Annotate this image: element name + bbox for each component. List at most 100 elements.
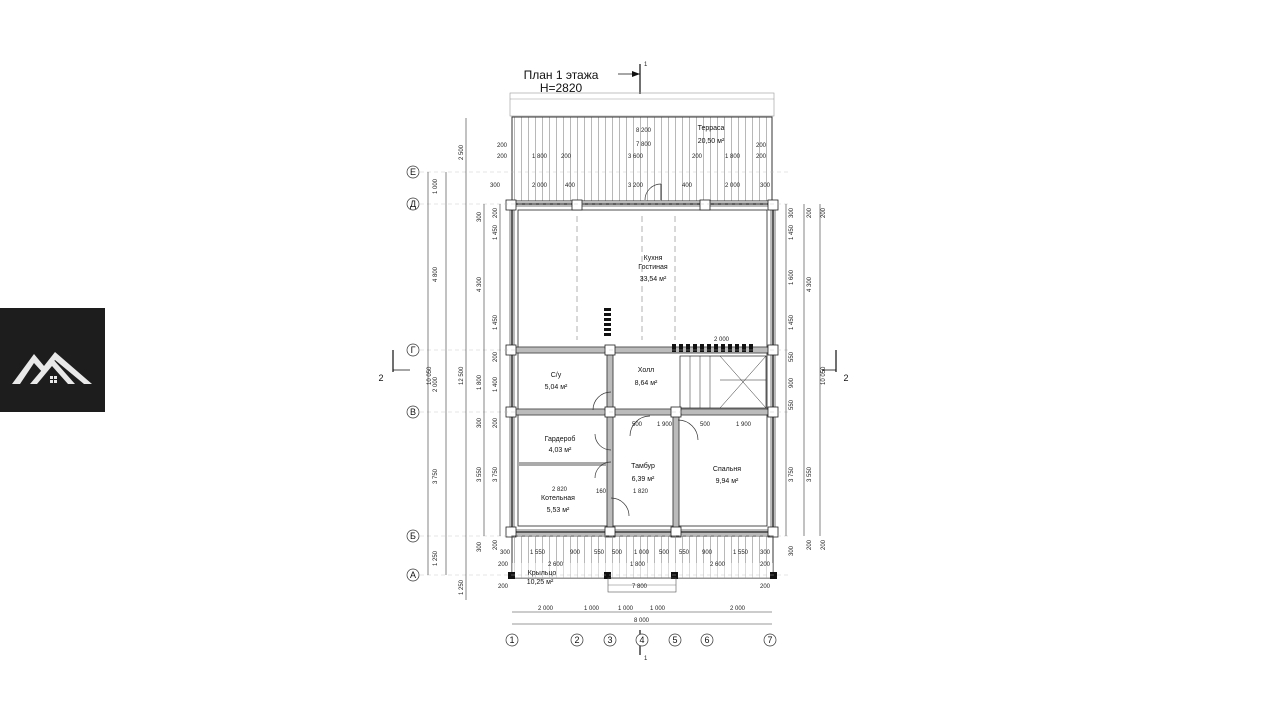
svg-text:2 820: 2 820 bbox=[552, 487, 568, 493]
svg-text:2: 2 bbox=[574, 635, 579, 645]
svg-text:200: 200 bbox=[497, 154, 508, 160]
svg-text:2 600: 2 600 bbox=[710, 562, 726, 568]
stove-hatch bbox=[604, 308, 753, 352]
svg-text:300: 300 bbox=[760, 550, 771, 556]
room-bath-name: С/у bbox=[551, 372, 562, 379]
left-dim-lines bbox=[427, 118, 501, 600]
svg-text:3 550: 3 550 bbox=[807, 466, 813, 482]
svg-text:200: 200 bbox=[497, 143, 508, 149]
room-boiler-name: Котельная bbox=[541, 495, 575, 502]
left-dims: 2 500 12 500 1 250 1 000 4 800 2 000 3 7… bbox=[427, 144, 499, 595]
svg-text:2 000: 2 000 bbox=[433, 376, 439, 392]
svg-text:900: 900 bbox=[789, 377, 795, 388]
svg-text:3 750: 3 750 bbox=[789, 466, 795, 482]
svg-text:200: 200 bbox=[756, 154, 767, 160]
svg-text:200: 200 bbox=[692, 154, 703, 160]
doors bbox=[592, 391, 699, 517]
svg-text:7 800: 7 800 bbox=[632, 584, 648, 590]
svg-text:200: 200 bbox=[498, 584, 509, 590]
svg-text:200: 200 bbox=[821, 207, 827, 218]
terrace-dim-row-1: 200 200 1 800 200 3 600 200 1 800 200 20… bbox=[497, 143, 767, 160]
svg-text:500: 500 bbox=[632, 422, 643, 428]
room-vestibule-area: 6,39 м² bbox=[632, 476, 655, 483]
svg-text:550: 550 bbox=[679, 550, 690, 556]
inner-dims: 2 820 160 1 820 500 1 900 500 1 900 2 00… bbox=[552, 337, 752, 495]
plan-height: H=2820 bbox=[540, 81, 583, 95]
plan-title: План 1 этажа bbox=[524, 68, 599, 82]
room-terrace-name: Терраса bbox=[698, 125, 725, 132]
axis-bubbles-left: Е Д Г В Б А bbox=[406, 165, 420, 582]
section-marker-top: 1 bbox=[644, 62, 648, 68]
company-logo bbox=[0, 308, 105, 412]
svg-text:1 250: 1 250 bbox=[459, 579, 465, 595]
svg-text:6: 6 bbox=[704, 635, 709, 645]
svg-text:200: 200 bbox=[493, 539, 499, 550]
svg-text:1 000: 1 000 bbox=[584, 606, 600, 612]
svg-text:200: 200 bbox=[493, 417, 499, 428]
svg-text:1 550: 1 550 bbox=[530, 550, 546, 556]
svg-text:1 600: 1 600 bbox=[789, 269, 795, 285]
svg-text:1 800: 1 800 bbox=[477, 374, 483, 390]
svg-text:200: 200 bbox=[493, 351, 499, 362]
svg-text:4 800: 4 800 bbox=[433, 266, 439, 282]
svg-text:500: 500 bbox=[612, 550, 623, 556]
dim-terrace-inner: 7 800 bbox=[636, 142, 652, 148]
room-hall-name: Холл bbox=[638, 367, 655, 374]
room-wardrobe-area: 4,03 м² bbox=[549, 447, 572, 454]
bottom-axis-dims: 2 000 1 000 1 000 1 000 2 000 8 000 bbox=[538, 606, 746, 624]
svg-text:300: 300 bbox=[477, 541, 483, 552]
room-kitchen-area: 33,54 м² bbox=[640, 276, 667, 283]
svg-text:300: 300 bbox=[760, 183, 771, 189]
axis-grid bbox=[420, 171, 790, 576]
svg-text:1 800: 1 800 bbox=[532, 154, 548, 160]
svg-text:200: 200 bbox=[756, 143, 767, 149]
terrace-dim-row-2: 300 2 000 400 3 200 400 2 000 300 bbox=[490, 183, 771, 189]
house-roof-logo-icon bbox=[12, 352, 92, 384]
room-wardrobe-name: Гардероб bbox=[545, 435, 576, 443]
side-marker-right: 2 bbox=[843, 373, 848, 383]
room-porch-name: Крыльцо bbox=[528, 570, 557, 577]
svg-text:3 550: 3 550 bbox=[477, 466, 483, 482]
svg-text:10 050: 10 050 bbox=[821, 366, 827, 385]
svg-text:160: 160 bbox=[596, 489, 607, 495]
svg-text:3 750: 3 750 bbox=[433, 468, 439, 484]
svg-text:1 000: 1 000 bbox=[634, 550, 650, 556]
svg-text:12 500: 12 500 bbox=[459, 366, 465, 385]
svg-text:2 000: 2 000 bbox=[725, 183, 741, 189]
svg-text:400: 400 bbox=[565, 183, 576, 189]
svg-text:900: 900 bbox=[702, 550, 713, 556]
svg-text:1 800: 1 800 bbox=[725, 154, 741, 160]
svg-text:500: 500 bbox=[700, 422, 711, 428]
room-terrace-area: 20,50 м² bbox=[698, 138, 725, 145]
svg-text:400: 400 bbox=[682, 183, 693, 189]
svg-text:5: 5 bbox=[672, 635, 677, 645]
svg-text:2 000: 2 000 bbox=[730, 606, 746, 612]
svg-text:3 200: 3 200 bbox=[628, 183, 644, 189]
side-marker-left: 2 bbox=[378, 373, 383, 383]
svg-text:1 900: 1 900 bbox=[657, 422, 673, 428]
svg-text:8 000: 8 000 bbox=[634, 618, 650, 624]
svg-text:Д: Д bbox=[410, 199, 416, 209]
svg-text:900: 900 bbox=[570, 550, 581, 556]
svg-text:1 900: 1 900 bbox=[736, 422, 752, 428]
svg-text:1 400: 1 400 bbox=[493, 376, 499, 392]
room-bedroom-name: Спальня bbox=[713, 466, 741, 473]
svg-text:1 000: 1 000 bbox=[433, 178, 439, 194]
svg-text:300: 300 bbox=[490, 183, 501, 189]
svg-text:Е: Е bbox=[410, 167, 416, 177]
svg-text:550: 550 bbox=[789, 399, 795, 410]
svg-text:4: 4 bbox=[639, 635, 644, 645]
svg-text:1 250: 1 250 bbox=[433, 550, 439, 566]
svg-text:1 450: 1 450 bbox=[789, 314, 795, 330]
svg-text:500: 500 bbox=[659, 550, 670, 556]
right-dims: 300 1 450 1 600 1 450 550 900 550 3 750 … bbox=[789, 207, 827, 556]
svg-text:550: 550 bbox=[789, 351, 795, 362]
svg-text:1: 1 bbox=[509, 635, 514, 645]
svg-text:А: А bbox=[410, 570, 416, 580]
svg-text:1 820: 1 820 bbox=[633, 489, 649, 495]
svg-text:7: 7 bbox=[767, 635, 772, 645]
svg-text:300: 300 bbox=[477, 417, 483, 428]
svg-text:200: 200 bbox=[493, 207, 499, 218]
svg-text:4 300: 4 300 bbox=[477, 276, 483, 292]
room-porch-area: 10,25 м² bbox=[527, 579, 554, 586]
